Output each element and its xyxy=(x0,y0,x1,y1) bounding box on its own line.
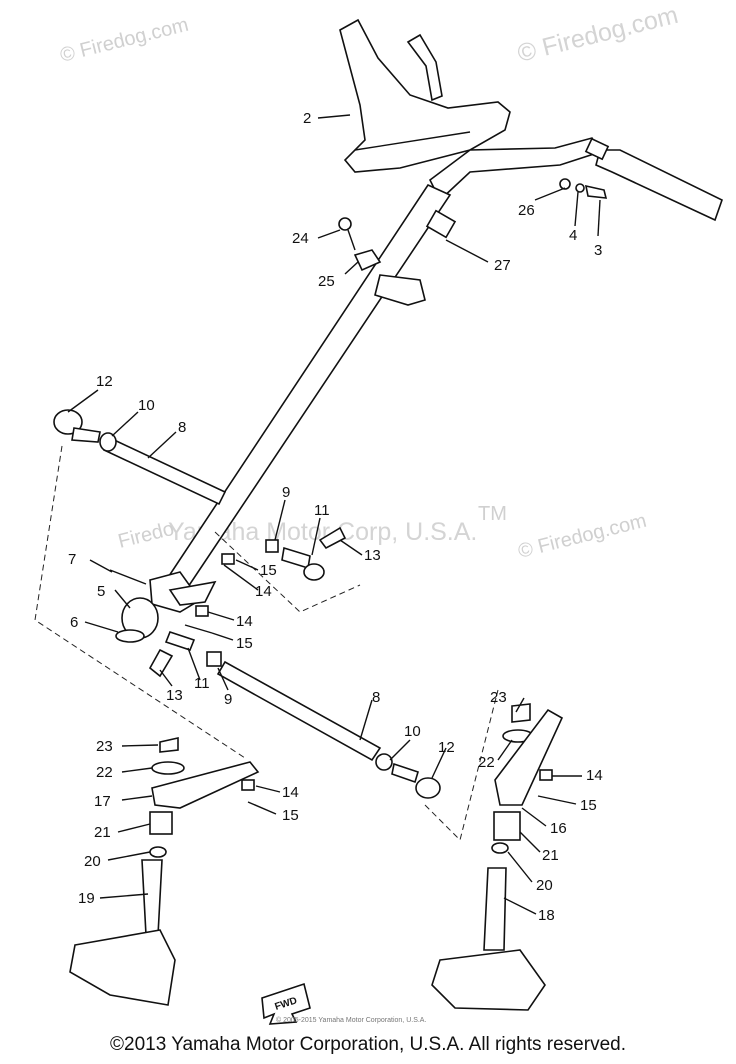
tie-rod-lower xyxy=(148,631,441,799)
callout-8-lower: 8 xyxy=(372,689,380,706)
callout-27: 27 xyxy=(494,257,511,274)
left-knuckle-assembly xyxy=(69,737,260,1006)
copyright-footer: ©2013 Yamaha Motor Corporation, U.S.A. A… xyxy=(110,1034,626,1055)
watermark-top-left: © Firedog.com xyxy=(58,14,191,67)
handlebar-bolts xyxy=(559,178,608,199)
callout-25: 25 xyxy=(318,273,335,290)
callout-22-right: 22 xyxy=(478,754,495,771)
callout-21-right: 21 xyxy=(542,847,559,864)
callout-13-lower: 13 xyxy=(166,687,183,704)
callout-9-lower: 9 xyxy=(224,691,232,708)
right-knuckle-assembly xyxy=(431,703,564,1011)
callout-7: 7 xyxy=(68,551,76,568)
callout-4: 4 xyxy=(569,227,577,244)
fwd-arrow-icon: FWD xyxy=(261,982,311,1025)
callout-11-upper: 11 xyxy=(314,502,330,519)
callout-20-right: 20 xyxy=(536,877,553,894)
small-notice: © 2005-2015 Yamaha Motor Corporation, U.… xyxy=(276,1016,426,1024)
callout-19: 19 xyxy=(78,890,95,907)
callout-18: 18 xyxy=(538,907,555,924)
callout-5: 5 xyxy=(97,583,105,600)
callout-2: 2 xyxy=(303,110,311,127)
column-lower-parts xyxy=(109,569,213,643)
callout-15-right: 15 xyxy=(580,797,597,814)
callout-8-upper: 8 xyxy=(178,419,186,436)
callout-13-upper: 13 xyxy=(364,547,381,564)
callout-15-upper: 15 xyxy=(260,562,277,579)
watermark-right: © Firedog.com xyxy=(516,510,649,563)
callout-15-mid: 15 xyxy=(236,635,253,652)
callout-21-left: 21 xyxy=(94,824,111,841)
callout-14-upper: 14 xyxy=(255,583,272,600)
callout-20-left: 20 xyxy=(84,853,101,870)
callout-12-lower: 12 xyxy=(438,739,455,756)
handlebar-pad xyxy=(339,18,511,173)
linkage-dashed-center xyxy=(214,531,361,613)
watermark-top-right: © Firedog.com xyxy=(515,1,681,68)
callout-10-upper: 10 xyxy=(138,397,155,414)
callout-17: 17 xyxy=(94,793,111,810)
tie-rod-upper xyxy=(53,409,347,581)
column-bracket xyxy=(338,217,382,272)
callout-9-upper: 9 xyxy=(282,484,290,501)
callout-11-lower: 11 xyxy=(194,675,210,692)
callout-22-left: 22 xyxy=(96,764,113,781)
callout-14-right: 14 xyxy=(586,767,603,784)
callout-26: 26 xyxy=(518,202,535,219)
callout-10-lower: 10 xyxy=(404,723,421,740)
callout-23-right: 23 xyxy=(490,689,507,706)
callout-3: 3 xyxy=(594,242,602,259)
callout-labels: 2 3 4 26 27 24 25 12 10 8 9 11 13 15 14 … xyxy=(68,110,603,924)
steering-column xyxy=(149,183,457,613)
callout-15-left: 15 xyxy=(282,807,299,824)
leader-lines xyxy=(67,114,601,915)
callout-6: 6 xyxy=(70,614,78,631)
watermark-tm: TM xyxy=(478,503,507,525)
callout-14-left: 14 xyxy=(282,784,299,801)
watermark-left-partial: Firedo xyxy=(116,518,176,553)
callout-24: 24 xyxy=(292,230,309,247)
callout-14-mid: 14 xyxy=(236,613,253,630)
callout-12-upper: 12 xyxy=(96,373,113,390)
handlebar xyxy=(406,33,723,222)
linkage-dashed-right xyxy=(424,689,499,841)
linkage-dashed-left xyxy=(34,445,246,759)
callout-23-left: 23 xyxy=(96,738,113,755)
callout-16: 16 xyxy=(550,820,567,837)
